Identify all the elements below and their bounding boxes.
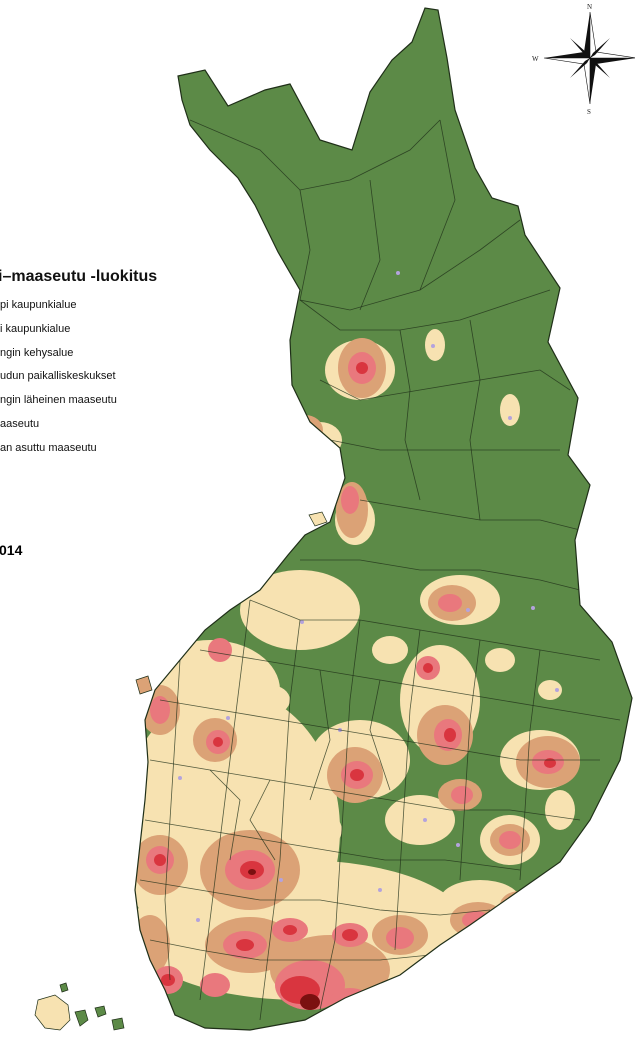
compass-south-label: S [587,108,591,116]
local-centres-layer [178,271,559,922]
legend-title: i–maaseutu -luokitus [0,268,158,285]
inner-urban-layer [154,362,556,1004]
legend-item-local-centres: udun paikalliskeskukset [0,370,116,383]
legend-items: pi kaupunkialue i kaupunkialue ngin kehy… [0,298,230,465]
legend-year: 014 [0,542,23,558]
legend-item-sparse-rural: an asuttu maaseutu [0,441,97,454]
compass-west-label: W [532,55,539,63]
legend-item-near-rural: ngin läheinen maaseutu [0,394,117,407]
compass-rose: N S W E [532,3,635,116]
legend-item-rural: aaseutu [0,417,40,430]
compass-north-label: N [587,3,592,11]
map-legend: i–maaseutu -luokitus pi kaupunkialue i k… [0,268,230,465]
legend-item-fringe: ngin kehysalue [0,346,74,359]
municipality-borders [139,119,621,1021]
legend-item-core-urban: pi kaupunkialue [0,299,77,311]
legend-item-inner-urban: i kaupunkialue [0,322,71,335]
coastal-islands [135,511,328,695]
finland-outline [134,7,633,1031]
core-urban-layer [248,869,320,1010]
aland-islands [34,982,125,1031]
